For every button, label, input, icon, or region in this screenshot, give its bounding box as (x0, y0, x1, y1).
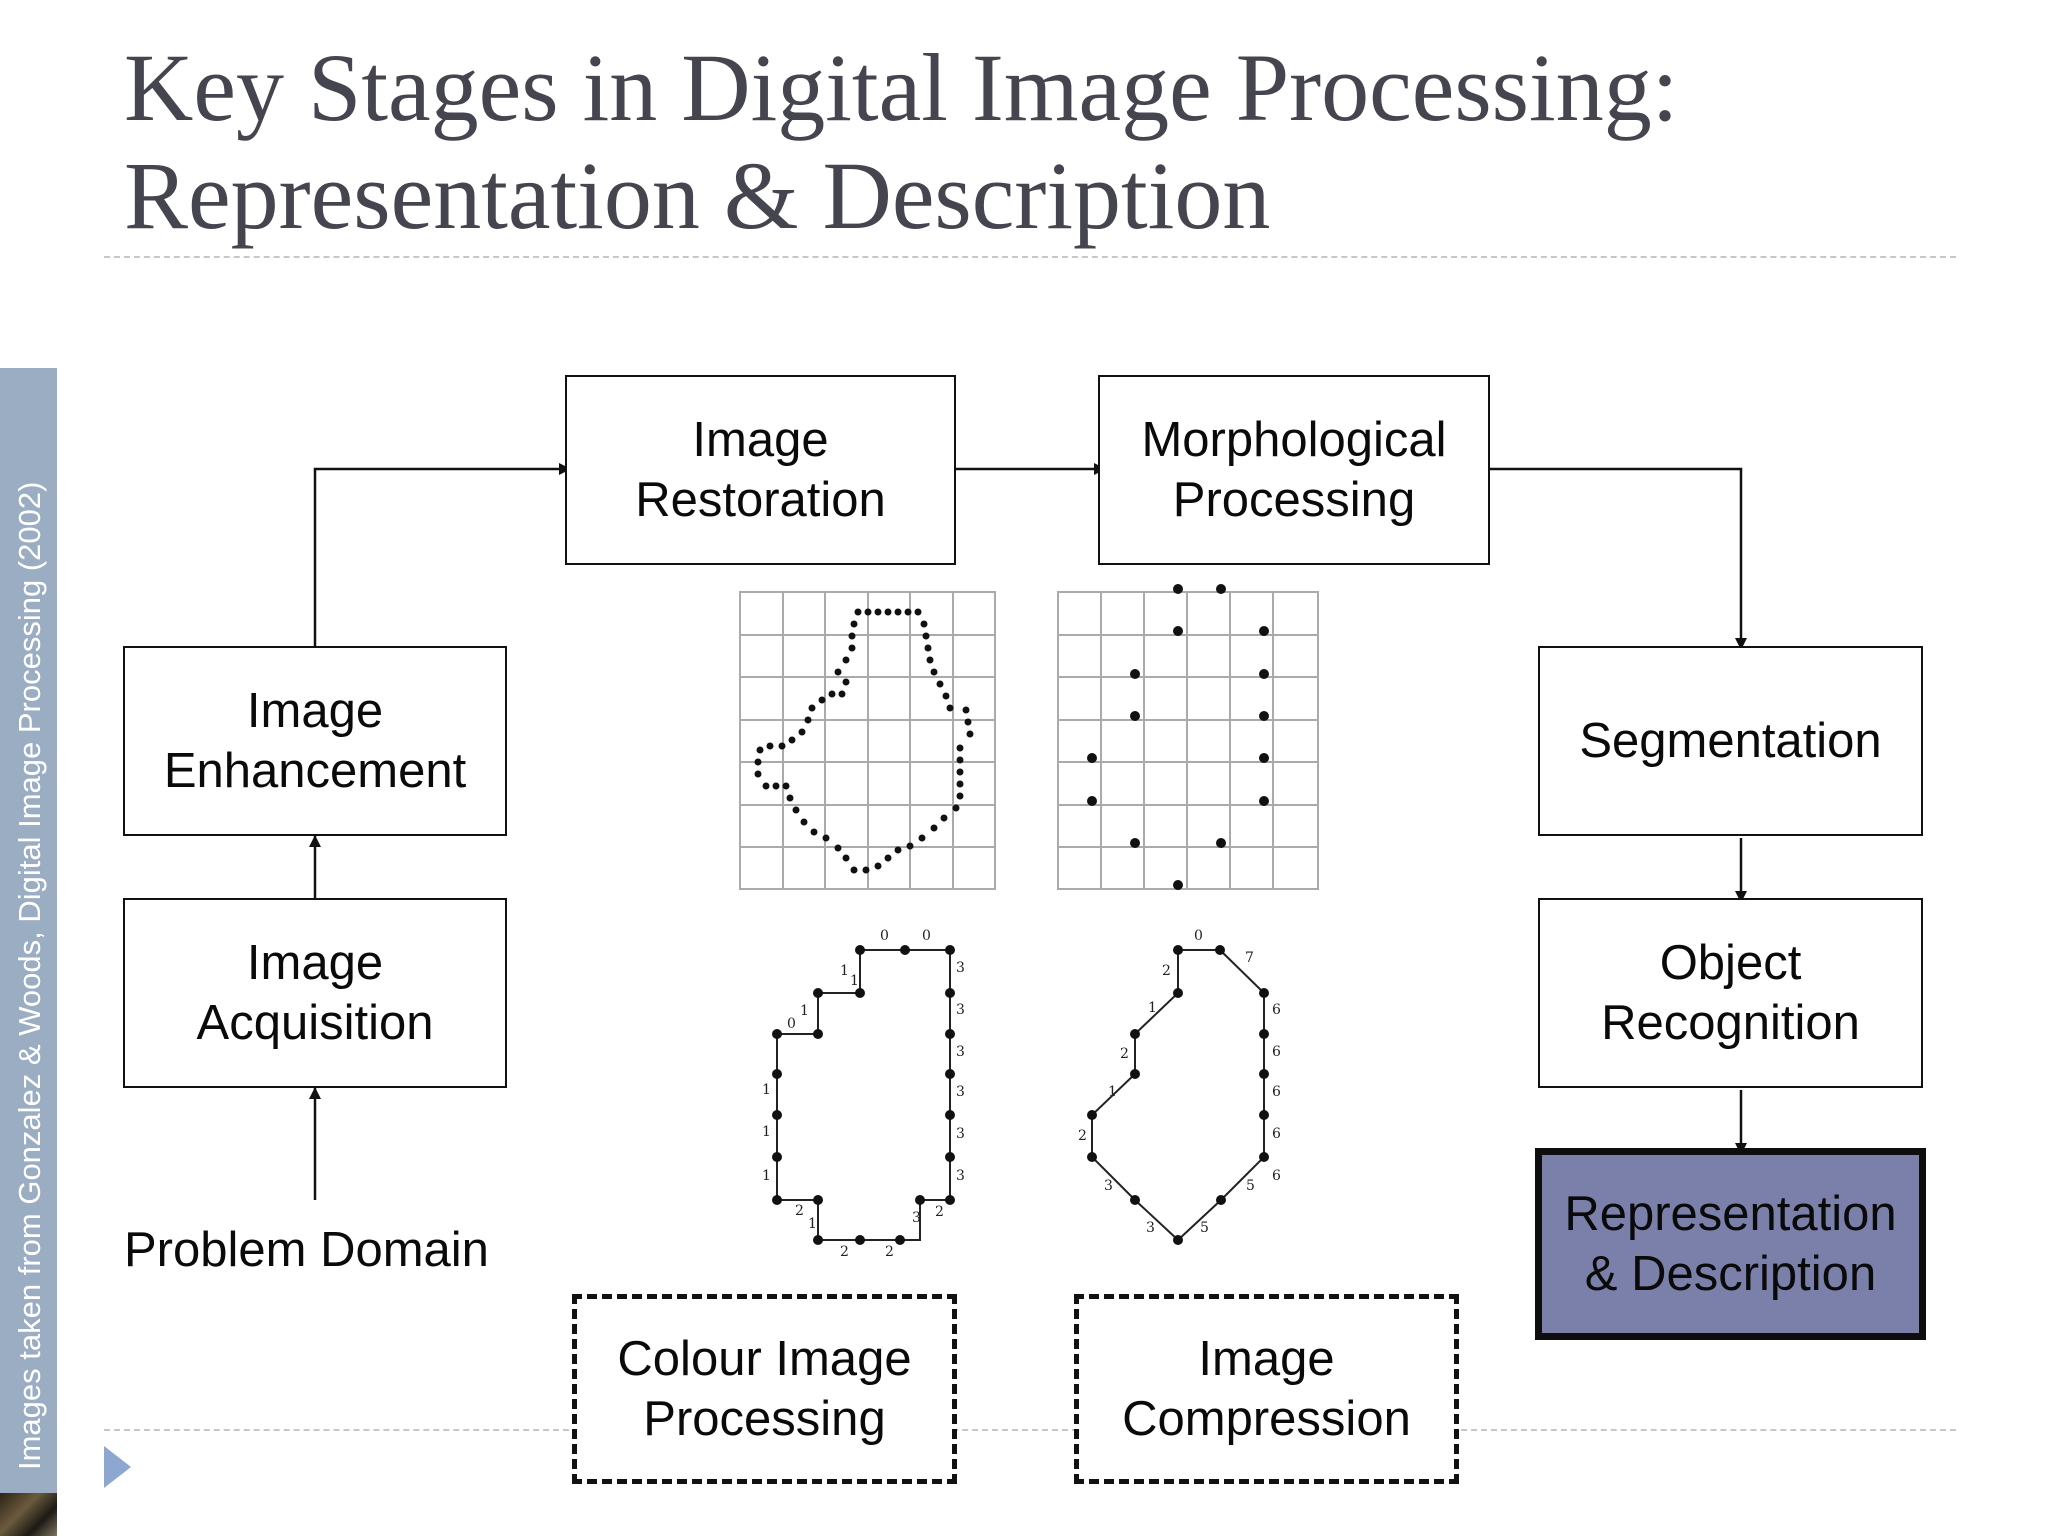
chain8-label: 6 (1272, 1084, 1281, 1100)
slide-title: Key Stages in Digital Image Processing: … (124, 34, 1924, 250)
object-recognition-box: Object Recognition (1538, 898, 1923, 1088)
chain4-label: 1 (840, 963, 849, 979)
enhancement-line-2: Enhancement (163, 744, 467, 798)
recognition-line-1: Object (1659, 936, 1802, 990)
chain4-label: 3 (956, 1044, 965, 1060)
chain8-label: 3 (1146, 1220, 1155, 1236)
chain4-label: 0 (880, 928, 889, 944)
problem-domain-label: Problem Domain (124, 1223, 489, 1277)
side-caption-band (0, 368, 57, 1493)
chain8-label: 5 (1200, 1220, 1209, 1236)
chain-code-8-figure: 0 7 2 6 1 6 6 2 6 1 6 2 3 3 5 5 (1078, 928, 1281, 1245)
chain4-label: 3 (956, 1168, 965, 1184)
chain8-label: 2 (1162, 963, 1171, 979)
colour-line-2: Processing (643, 1392, 886, 1446)
compression-line-1: Image (1198, 1332, 1335, 1386)
chain8-label: 6 (1272, 1002, 1281, 1018)
enhancement-line-1: Image (246, 684, 384, 738)
chain8-label: 1 (1148, 1000, 1157, 1016)
chain4-label: 1 (762, 1168, 771, 1184)
arrow-morphological-to-segmentation (1490, 467, 1747, 650)
footer-arrow-icon (104, 1446, 131, 1488)
chain8-label: 0 (1194, 928, 1203, 944)
boundary-grid-resampled (1057, 584, 1319, 890)
morphological-processing-box: Morphological Processing (1098, 375, 1490, 565)
restoration-line-2: Restoration (635, 473, 886, 527)
representation-line-2: & Description (1584, 1247, 1877, 1301)
arrow-enhancement-to-restoration (313, 463, 571, 648)
acquisition-line-2: Acquisition (196, 996, 434, 1050)
representation-description-box: Representation & Description (1535, 1148, 1926, 1340)
chain8-label: 2 (1120, 1046, 1129, 1062)
side-photo (0, 1493, 57, 1536)
chain4-label: 2 (935, 1204, 944, 1220)
chain4-label: 3 (956, 1002, 965, 1018)
chain4-label: 3 (956, 1084, 965, 1100)
chain8-label: 5 (1246, 1178, 1255, 1194)
chain4-label: 1 (762, 1124, 771, 1140)
chain4-label: 2 (885, 1244, 894, 1260)
chain8-label: 7 (1245, 950, 1254, 966)
chain8-label: 1 (1108, 1084, 1117, 1100)
morphological-line-1: Morphological (1141, 413, 1447, 467)
title-line-1: Key Stages in Digital Image Processing: (124, 34, 1679, 141)
title-divider (104, 256, 1956, 258)
footer-divider (104, 1429, 1956, 1431)
acquisition-line-1: Image (246, 936, 384, 990)
colour-line-1: Colour Image (617, 1332, 912, 1386)
chain4-label: 0 (922, 928, 931, 944)
image-acquisition-box: Image Acquisition (123, 898, 507, 1088)
chain8-label: 3 (1104, 1178, 1113, 1194)
image-compression-box: Image Compression (1074, 1294, 1459, 1484)
chain8-label: 6 (1272, 1126, 1281, 1142)
image-enhancement-box: Image Enhancement (123, 646, 507, 836)
segmentation-line-1: Segmentation (1579, 714, 1882, 768)
chain4-label: 1 (850, 973, 859, 989)
restoration-line-1: Image (692, 413, 829, 467)
chain-code-4-figure: 0 0 1 0 3 3 3 3 3 3 1 1 1 1 1 2 1 3 2 2 … (762, 928, 965, 1260)
chain4-label: 1 (762, 1082, 771, 1098)
chain4-label: 3 (956, 960, 965, 976)
chain4-label: 2 (840, 1244, 849, 1260)
chain4-label: 3 (956, 1126, 965, 1142)
chain4-label: 3 (912, 1210, 921, 1226)
image-restoration-box: Image Restoration (565, 375, 956, 565)
chain8-label: 6 (1272, 1044, 1281, 1060)
title-line-2: Representation & Description (124, 142, 1271, 249)
morphological-line-2: Processing (1172, 473, 1416, 527)
colour-image-processing-box: Colour Image Processing (572, 1294, 957, 1484)
chain4-label: 1 (808, 1216, 817, 1232)
recognition-line-2: Recognition (1601, 996, 1860, 1050)
chain4-label: 2 (795, 1203, 804, 1219)
representation-line-1: Representation (1564, 1187, 1897, 1241)
chain8-label: 6 (1272, 1168, 1281, 1184)
segmentation-box: Segmentation (1538, 646, 1923, 836)
boundary-grid-4connected (739, 591, 996, 890)
compression-line-2: Compression (1122, 1392, 1411, 1446)
chain8-label: 2 (1078, 1128, 1087, 1144)
chain4-label: 0 (787, 1016, 796, 1032)
chain4-label: 1 (800, 1003, 809, 1019)
